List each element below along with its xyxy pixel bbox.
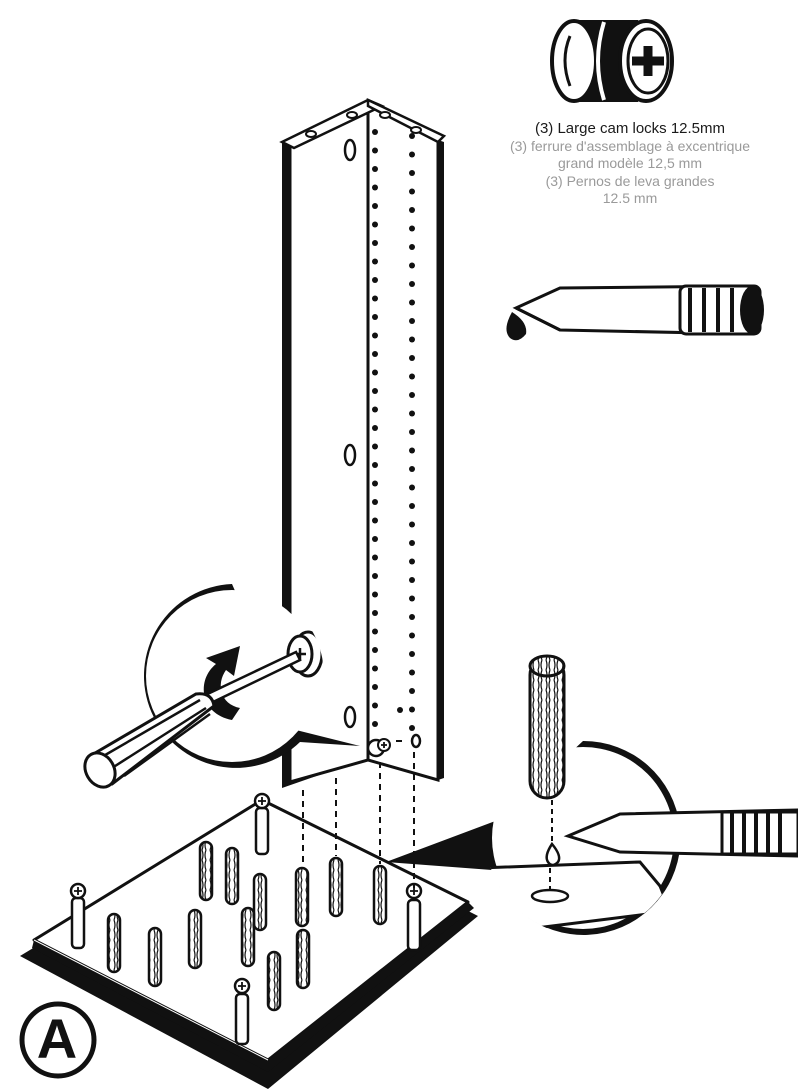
wood-dowel-icon bbox=[530, 656, 564, 798]
pin-hole bbox=[372, 444, 378, 450]
pin-hole bbox=[409, 466, 415, 472]
pin-hole bbox=[409, 633, 415, 639]
pin-hole bbox=[409, 670, 415, 676]
pin-hole bbox=[372, 166, 378, 172]
pin-hole bbox=[409, 522, 415, 528]
caption-english: (3) Large cam locks 12.5mm bbox=[462, 120, 798, 138]
pin-hole bbox=[372, 407, 378, 413]
pin-hole bbox=[409, 540, 415, 546]
pin-hole bbox=[372, 277, 378, 283]
pin-hole bbox=[409, 318, 415, 324]
pin-hole bbox=[409, 189, 415, 195]
pin-hole bbox=[409, 244, 415, 250]
glue-bottle-icon-top bbox=[506, 286, 764, 340]
pin-hole bbox=[409, 559, 415, 565]
pin-hole bbox=[372, 721, 378, 727]
pin-hole bbox=[409, 226, 415, 232]
pin-hole bbox=[409, 485, 415, 491]
pin-hole bbox=[372, 148, 378, 154]
caption-french-line1: (3) ferrure d'assemblage à excentrique bbox=[462, 138, 798, 156]
pin-hole bbox=[409, 355, 415, 361]
pin-hole bbox=[372, 185, 378, 191]
pin-hole bbox=[372, 259, 378, 265]
pin-hole bbox=[372, 388, 378, 394]
pin-hole bbox=[372, 518, 378, 524]
pin-hole bbox=[372, 425, 378, 431]
pin-hole bbox=[409, 207, 415, 213]
pin-hole bbox=[409, 392, 415, 398]
pin-hole bbox=[372, 684, 378, 690]
pin-hole bbox=[372, 647, 378, 653]
pin-hole bbox=[409, 596, 415, 602]
pin-hole bbox=[409, 281, 415, 287]
pin-hole bbox=[372, 203, 378, 209]
pin-hole bbox=[372, 222, 378, 228]
pin-hole bbox=[372, 240, 378, 246]
pin-hole bbox=[372, 333, 378, 339]
pin-hole bbox=[372, 129, 378, 135]
caption-spanish-line2: 12.5 mm bbox=[462, 190, 798, 208]
pin-hole bbox=[372, 703, 378, 709]
pin-hole bbox=[372, 296, 378, 302]
pin-hole bbox=[409, 688, 415, 694]
part-caption: (3) Large cam locks 12.5mm (3) ferrure d… bbox=[462, 120, 798, 208]
caption-spanish-line1: (3) Pernos de leva grandes bbox=[462, 173, 798, 191]
pin-hole bbox=[409, 170, 415, 176]
pin-hole bbox=[372, 555, 378, 561]
pin-hole bbox=[372, 370, 378, 376]
pin-hole bbox=[409, 263, 415, 269]
step-label: A bbox=[18, 1000, 96, 1078]
caption-french-line2: grand modèle 12,5 mm bbox=[462, 155, 798, 173]
pin-hole bbox=[409, 429, 415, 435]
pin-hole bbox=[409, 725, 415, 731]
pin-hole bbox=[409, 152, 415, 158]
pin-hole bbox=[372, 610, 378, 616]
pin-hole bbox=[409, 133, 415, 139]
pin-hole bbox=[409, 614, 415, 620]
pin-hole bbox=[372, 666, 378, 672]
pin-hole bbox=[372, 314, 378, 320]
pin-hole bbox=[409, 448, 415, 454]
pin-hole bbox=[372, 462, 378, 468]
pin-hole bbox=[372, 351, 378, 357]
pin-hole bbox=[409, 577, 415, 583]
pin-hole bbox=[409, 337, 415, 343]
cam-lock-icon bbox=[552, 20, 672, 102]
pin-hole bbox=[372, 629, 378, 635]
pin-hole bbox=[409, 503, 415, 509]
pin-hole bbox=[409, 651, 415, 657]
pin-hole bbox=[409, 300, 415, 306]
pin-hole bbox=[372, 592, 378, 598]
pin-hole bbox=[409, 374, 415, 380]
pin-hole bbox=[372, 499, 378, 505]
pin-hole bbox=[409, 411, 415, 417]
pin-hole bbox=[372, 573, 378, 579]
pin-hole bbox=[372, 536, 378, 542]
pin-hole bbox=[409, 707, 415, 713]
pin-hole bbox=[372, 481, 378, 487]
